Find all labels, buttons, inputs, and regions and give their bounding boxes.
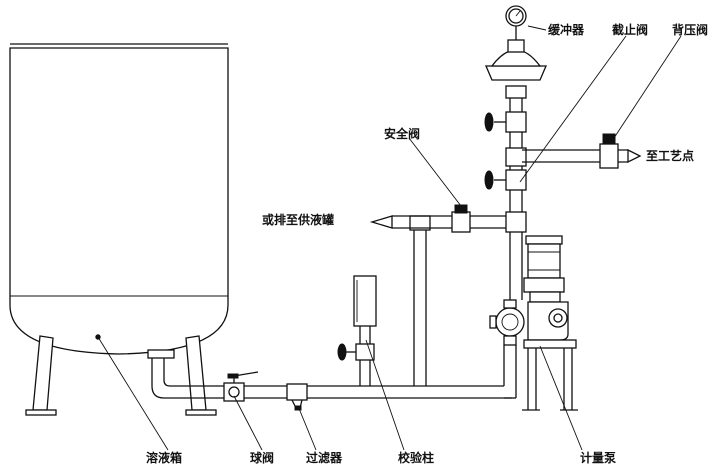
return-pipe [369,204,510,386]
label-back-pressure-valve: 背压阀 [672,22,708,37]
process-branch [522,133,642,169]
filter [286,383,308,411]
labels: 缓冲器 截止阀 背压阀 至工艺点 安全阀 或排至供液罐 溶液箱 球阀 过滤器 校… [146,22,708,465]
metering-pump [489,235,578,411]
label-return-to-tank: 或排至供液罐 [262,212,334,227]
stop-valve-upper [484,111,527,133]
ball-valve [223,371,259,402]
label-to-process-point: 至工艺点 [646,148,694,163]
label-stop-valve: 截止阀 [612,22,648,37]
label-solution-tank: 溶液箱 [146,450,182,465]
label-calibration-column: 校验柱 [398,450,434,465]
label-ball-valve: 球阀 [250,450,274,465]
solution-tank [9,43,229,416]
buffer [485,5,547,99]
stop-valve-lower [484,169,527,191]
label-filter: 过滤器 [306,450,343,465]
leader-lines [97,25,682,451]
label-metering-pump: 计量泵 [580,450,616,465]
suction-pipe [151,345,517,399]
label-buffer: 缓冲器 [548,22,585,37]
calibration-column [337,275,377,386]
label-safety-valve: 安全阀 [384,126,420,141]
